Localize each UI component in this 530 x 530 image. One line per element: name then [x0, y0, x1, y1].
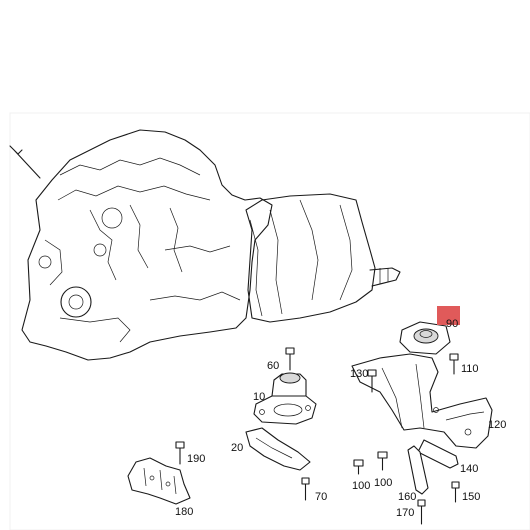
bolt-150[interactable] [451, 481, 460, 503]
callout-100-right[interactable]: 100 [374, 477, 392, 489]
callout-120[interactable]: 120 [488, 419, 506, 431]
callout-100-left[interactable]: 100 [352, 480, 370, 492]
callout-160[interactable]: 160 [398, 491, 416, 503]
mount-bracket-20[interactable] [245, 427, 311, 471]
bolt-190[interactable] [175, 441, 185, 465]
bolt-60[interactable] [285, 347, 295, 371]
engine-transmission-assembly [9, 129, 401, 361]
rear-mount-rubber-90[interactable] [399, 321, 451, 355]
callout-130[interactable]: 130 [350, 368, 368, 380]
callout-110[interactable]: 110 [461, 363, 479, 375]
highlight-marker [437, 306, 460, 325]
callout-180[interactable]: 180 [175, 506, 193, 518]
support-strut-140[interactable] [407, 439, 459, 495]
engine-mount-10[interactable] [253, 372, 317, 425]
callout-140[interactable]: 140 [460, 463, 478, 475]
callout-190[interactable]: 190 [187, 453, 205, 465]
callout-150[interactable]: 150 [462, 491, 480, 503]
bracket-180[interactable] [127, 457, 191, 505]
callout-20[interactable]: 20 [231, 442, 243, 454]
bolt-110[interactable] [449, 353, 459, 375]
crossmember-bracket-120[interactable] [351, 353, 493, 449]
bolt-130[interactable] [367, 369, 377, 393]
callout-170[interactable]: 170 [396, 507, 414, 519]
callout-70[interactable]: 70 [315, 491, 327, 503]
nut-100-right[interactable] [377, 451, 388, 471]
bolt-170[interactable] [417, 499, 426, 525]
callout-90[interactable]: 90 [446, 318, 458, 330]
bolt-70[interactable] [301, 477, 310, 501]
callout-10[interactable]: 10 [253, 391, 265, 403]
nut-100-left[interactable] [353, 459, 364, 475]
callout-60[interactable]: 60 [267, 360, 279, 372]
